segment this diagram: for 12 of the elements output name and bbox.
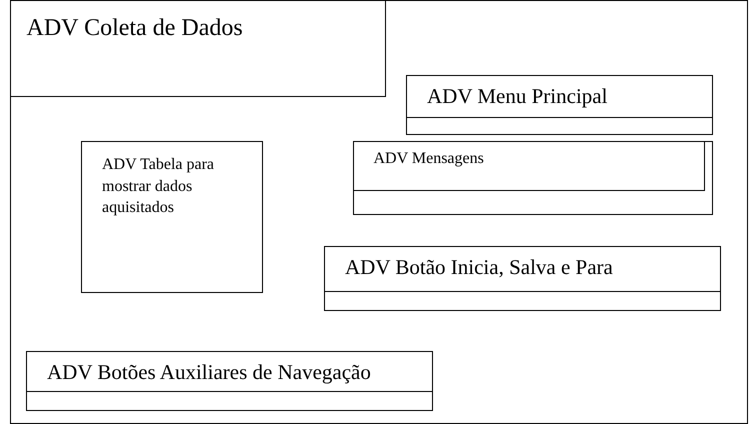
panel-box <box>406 75 713 135</box>
panel-box <box>81 141 263 293</box>
frame-title: ADV Coleta de Dados <box>26 14 243 42</box>
panel-title: ADV Mensagens <box>372 148 485 168</box>
panel-box <box>353 141 713 215</box>
panel-title: ADV Tabela para mostrar dados aquisitados <box>101 155 216 218</box>
panel-box <box>26 351 433 411</box>
panel-title: ADV Menu Principal <box>407 76 712 118</box>
window-frame <box>10 0 748 424</box>
panel-title: ADV Botão Inicia, Salva e Para <box>325 247 720 292</box>
panel-title: ADV Botões Auxiliares de Navegação <box>27 352 432 392</box>
panel-box <box>324 246 721 311</box>
